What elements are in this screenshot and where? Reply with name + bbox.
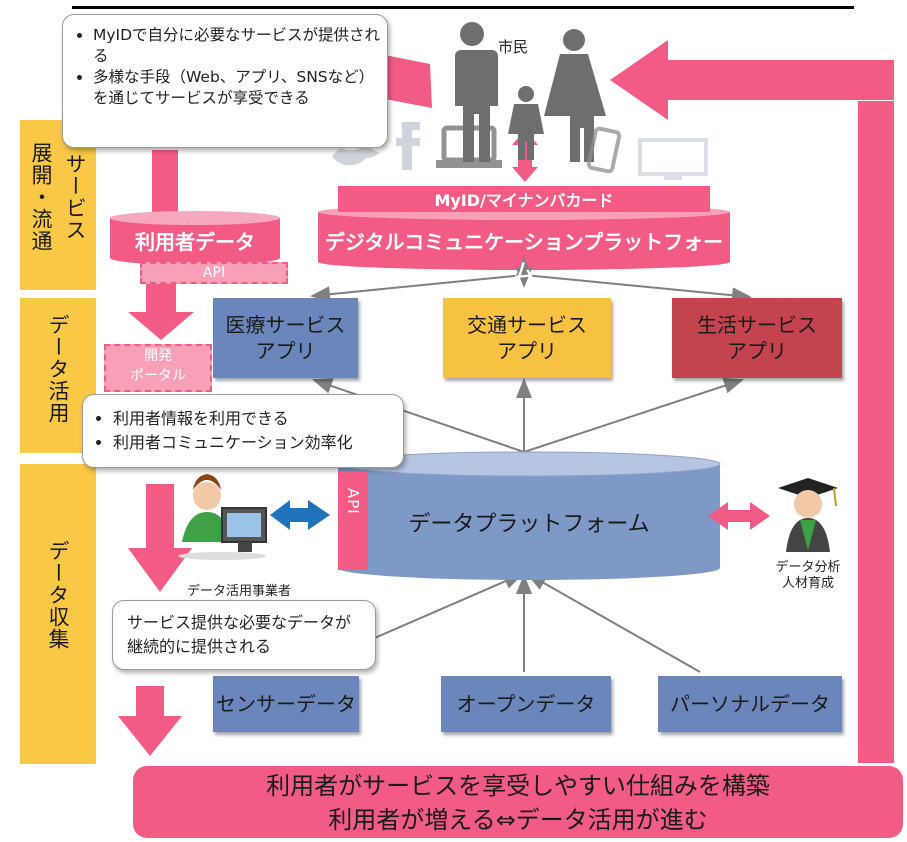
digital-platform-label: デジタルコミュニケーションプラットフォーム xyxy=(324,230,724,283)
callout-top-item: MyIDで自分に必要なサービスが提供される xyxy=(93,25,381,67)
user-data-cylinder xyxy=(110,211,280,265)
myid-label: MyID/マイナンバカード xyxy=(434,191,614,210)
devices-icons xyxy=(332,122,708,180)
transport-app-line1: 交通サービス xyxy=(467,313,587,337)
open-data-box: オープンデータ xyxy=(441,676,611,732)
user-data-label: 利用者データ xyxy=(135,230,255,254)
data-platform-label: データプラットフォーム xyxy=(408,512,650,537)
developer-portal: 開発 ポータル xyxy=(104,344,212,392)
life-service-app: 生活サービス アプリ xyxy=(672,298,842,378)
digital-platform-cylinder xyxy=(318,186,730,270)
bottom-line2: 利用者が増える⇔データ活用が進む xyxy=(328,806,708,834)
developer-portal-line2: ポータル xyxy=(130,368,186,384)
transport-service-app: 交通サービス アプリ xyxy=(443,298,611,378)
medical-service-app: 医療サービス アプリ xyxy=(213,298,358,378)
left-down-arrows xyxy=(118,150,194,756)
business-user-label: データ活用事業者 xyxy=(186,584,291,599)
data-platform-api: API xyxy=(338,472,368,570)
medical-app-line2: アプリ xyxy=(255,339,316,363)
life-app-line1: 生活サービス xyxy=(697,313,817,337)
citizens-family-icon xyxy=(452,22,606,162)
user-data-api: API xyxy=(140,262,288,284)
side-label-data-collect-text: データ収集 xyxy=(46,540,70,650)
sensor-data-box: センサーデータ xyxy=(213,676,359,732)
developer-portal-line1: 開発 xyxy=(144,348,172,364)
feedback-loop-arrow xyxy=(610,40,894,763)
transport-app-line2: アプリ xyxy=(497,339,557,363)
platform-app-connectors xyxy=(310,256,752,304)
medical-app-line1: 医療サービス xyxy=(225,313,346,337)
bottom-line1: 利用者がサービスを享受しやすい仕組みを構築 xyxy=(266,772,770,800)
bottom-summary-banner: 利用者がサービスを享受しやすい仕組みを構築 利用者が増える⇔データ活用が進む xyxy=(133,766,903,838)
analyst-label: データ分析 人材育成 xyxy=(768,560,848,592)
analyst-line1: データ分析 xyxy=(775,560,841,575)
side-label-data-collect: データ収集 xyxy=(20,464,96,764)
side-label-service: サービス 展開・流通 xyxy=(20,120,96,290)
side-label-data-use-text: データ活用 xyxy=(46,314,70,424)
side-label-service-col1: サービス xyxy=(63,153,87,241)
citizens-label: 市民 xyxy=(498,38,529,56)
graduate-icon xyxy=(778,478,838,552)
callout-mid-item: 利用者情報を利用できる xyxy=(113,407,397,431)
data-app-connectors xyxy=(312,378,744,453)
callout-business-benefits: 利用者情報を利用できる 利用者コミュニケーション効率化 xyxy=(82,394,404,468)
analyst-line2: 人材育成 xyxy=(781,576,834,591)
personal-data-box: パーソナルデータ xyxy=(658,676,842,732)
data-platform-api-label: API xyxy=(344,488,362,515)
callout-mid-item: 利用者コミュニケーション効率化 xyxy=(113,431,397,455)
callout-low-text: サービス提供な必要なデータが継続的に提供される xyxy=(127,613,352,656)
life-app-line2: アプリ xyxy=(727,339,787,363)
side-label-service-col2: 展開・流通 xyxy=(29,142,53,252)
data-platform-cylinder xyxy=(337,451,721,580)
callout-top-item: 多様な手段（Web、アプリ、SNSなど）を通じてサービスが享受できる xyxy=(93,67,381,109)
business-person-icon xyxy=(178,474,267,560)
callout-data-supply: サービス提供な必要なデータが継続的に提供される xyxy=(112,600,376,670)
analyst-data-double-arrow xyxy=(708,502,770,530)
callout-citizen-benefits: MyIDで自分に必要なサービスが提供される 多様な手段（Web、アプリ、SNSな… xyxy=(62,14,388,148)
top-rule xyxy=(72,6,854,9)
source-connectors xyxy=(369,573,701,673)
business-data-double-arrow xyxy=(270,500,330,530)
